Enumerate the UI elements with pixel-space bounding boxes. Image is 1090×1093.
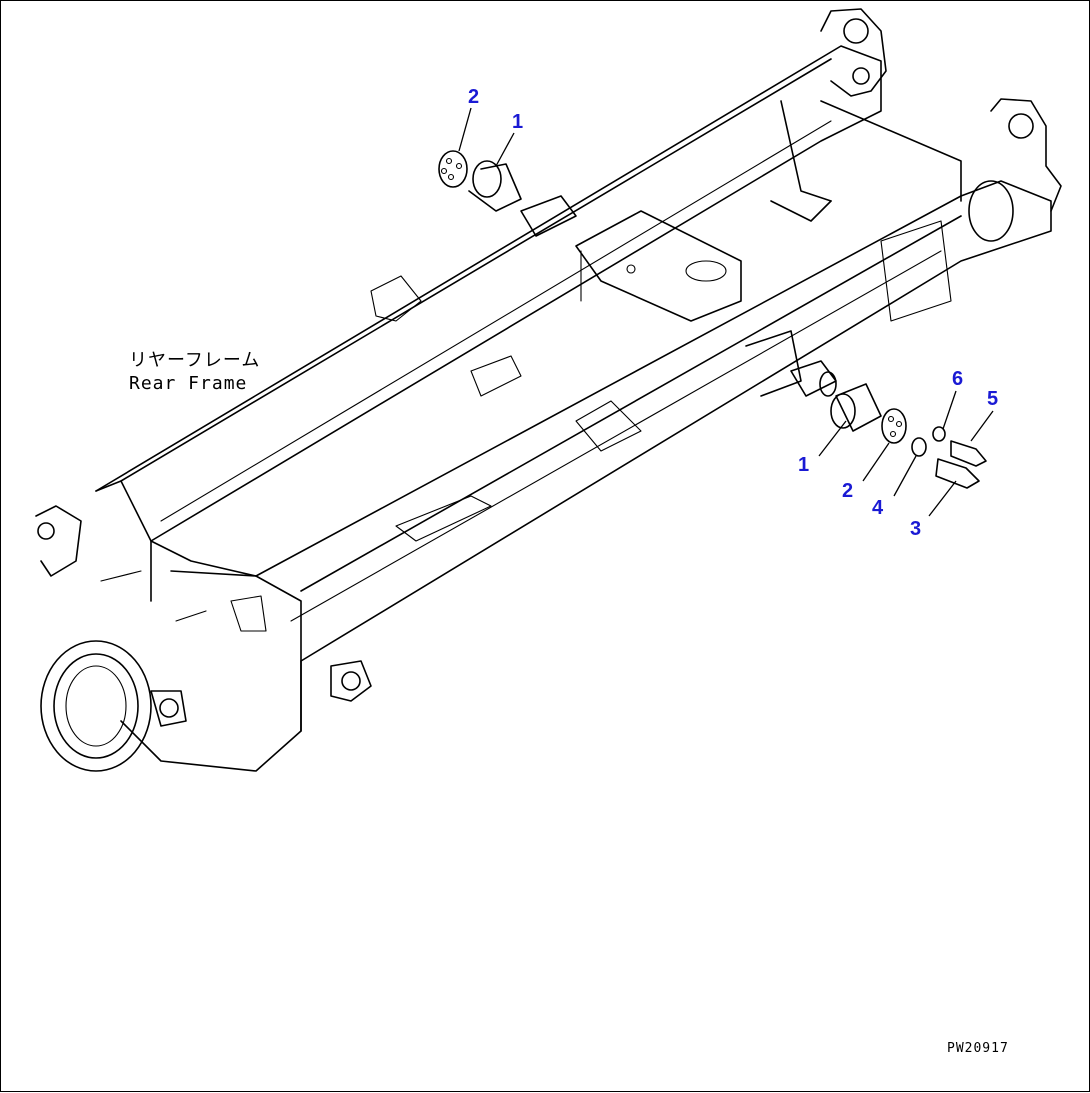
callout-bolt-short: 5 — [987, 388, 999, 410]
callout-upper-bushing: 1 — [512, 111, 524, 133]
rear-uprights — [770, 8, 1062, 242]
lower-bushing-parts — [830, 383, 987, 489]
callout-lower-cap: 2 — [842, 480, 854, 502]
front-housing — [35, 480, 372, 772]
callout-lower-bushing: 1 — [798, 454, 810, 476]
leader-lines — [458, 107, 994, 517]
drawing-code: PW20917 — [947, 1041, 1009, 1056]
callout-small-washer: 6 — [952, 368, 964, 390]
frame-label-japanese: リヤーフレーム — [129, 350, 261, 371]
side-brackets — [370, 220, 952, 542]
callout-washer: 4 — [872, 497, 884, 519]
main-beam-upper — [95, 45, 882, 602]
frame-label-english: Rear Frame — [129, 373, 248, 394]
pin-stubs — [520, 195, 837, 397]
cross-member — [575, 210, 742, 322]
callout-upper-cap: 2 — [468, 86, 480, 108]
upper-bushing-parts — [438, 150, 522, 212]
callout-bolt-long: 3 — [910, 518, 922, 540]
